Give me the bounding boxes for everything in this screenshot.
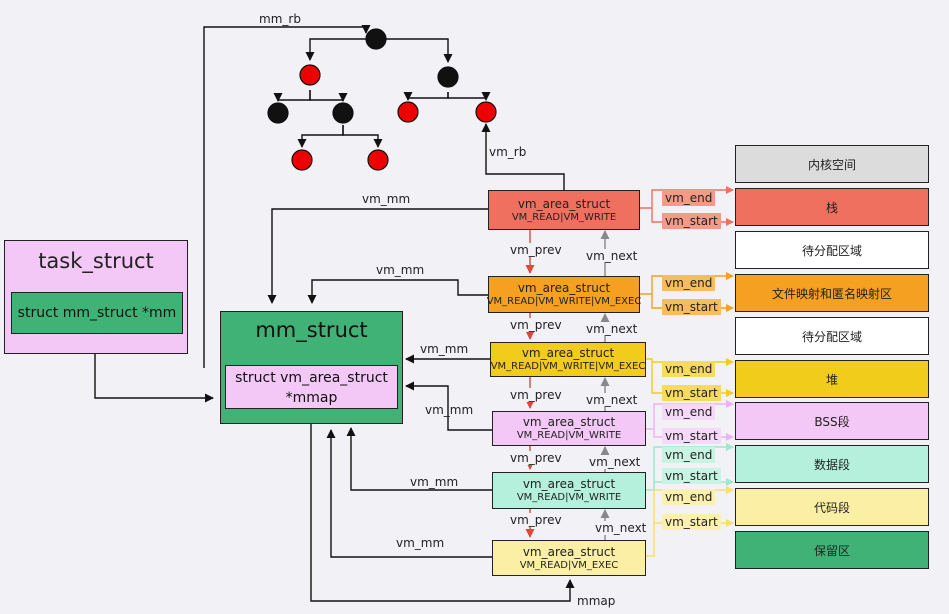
segment-heap: 堆	[735, 360, 929, 398]
mm-rb-arrow	[203, 25, 371, 368]
vma-name: vm_area_struct	[522, 415, 616, 429]
vm-next-label: vm_next	[589, 455, 641, 469]
rb-node-red	[475, 101, 497, 123]
rb-node-black	[267, 102, 289, 124]
rb-node-red	[291, 149, 313, 171]
rb-node-red	[299, 64, 321, 86]
mm-struct-title: mm_struct	[255, 318, 368, 342]
mm-struct-mmap-line1: struct vm_area_struct	[235, 370, 388, 386]
vm-end-tag: vm_end	[662, 404, 716, 420]
vm-prev-label: vm_prev	[510, 318, 562, 332]
vm-rb-label: vm_rb	[489, 145, 527, 159]
mm-rb-label: mm_rb	[259, 12, 301, 26]
vm-mm-label: vm_mm	[420, 342, 469, 356]
vma-name: vm_area_struct	[521, 346, 615, 360]
segment-unallocated: 待分配区域	[735, 231, 929, 269]
vm-end-tag: vm_end	[662, 190, 716, 206]
segment-file-anon-mapping: 文件映射和匿名映射区	[735, 274, 929, 312]
rb-node-red	[367, 149, 389, 171]
vma-flags: VM_READ|VM_WRITE|VM_EXEC	[486, 296, 642, 307]
mm-struct-mmap-field: struct vm_area_struct *mmap	[225, 365, 398, 409]
vma-name: vm_area_struct	[522, 544, 616, 559]
vm-mm-arrow-1	[267, 208, 488, 304]
vma-flags: VM_READ|VM_EXEC	[519, 559, 619, 571]
mm-pointer-arrow	[94, 354, 214, 403]
vma-flags: VM_READ|VM_WRITE	[516, 430, 622, 441]
vma-name: vm_area_struct	[517, 196, 611, 211]
vm-prev-label: vm_prev	[510, 513, 562, 527]
vma-flags: VM_READ|VM_WRITE|VM_EXEC	[490, 361, 646, 372]
vma-box-bss: vm_area_struct VM_READ|VM_WRITE	[492, 411, 646, 446]
vm-mm-arrow-6	[326, 429, 492, 558]
vma-box-heap: vm_area_struct VM_READ|VM_WRITE|VM_EXEC	[490, 342, 646, 377]
vm-start-tag: vm_start	[662, 468, 721, 484]
vm-start-tag: vm_start	[662, 299, 721, 315]
vm-next-label: vm_next	[595, 521, 647, 535]
task-struct-box: task_struct struct mm_struct *mm	[4, 240, 188, 354]
vm-start-tag: vm_start	[662, 428, 721, 444]
vm-prev-label: vm_prev	[510, 243, 562, 257]
rb-node-black	[365, 28, 387, 50]
mm-struct-mmap-line2: *mmap	[285, 390, 338, 406]
vm-end-tag: vm_end	[662, 361, 716, 377]
vm-start-tag: vm_start	[662, 213, 721, 229]
vm-end-tag: vm_end	[662, 275, 716, 291]
segment-data: 数据段	[735, 445, 929, 483]
vma-box-data: vm_area_struct VM_READ|VM_WRITE	[492, 472, 646, 509]
vma-box-mmap-area: vm_area_struct VM_READ|VM_WRITE|VM_EXEC	[486, 276, 642, 313]
vma-box-code: vm_area_struct VM_READ|VM_EXEC	[492, 540, 646, 576]
vm-mm-label: vm_mm	[396, 536, 445, 550]
vm-next-label: vm_next	[586, 249, 638, 263]
vm-mm-arrow-5	[346, 427, 492, 491]
rb-tree-nodes	[267, 28, 497, 171]
vm-next-label: vm_next	[586, 393, 638, 407]
rb-node-black	[332, 102, 354, 124]
vm-start-tag: vm_start	[662, 514, 721, 530]
vma-flags: VM_READ|VM_WRITE	[511, 211, 617, 223]
rb-node-red	[397, 101, 419, 123]
segment-kernel-space: 内核空间	[735, 145, 929, 183]
segment-code: 代码段	[735, 488, 929, 526]
vm-mm-label: vm_mm	[425, 403, 474, 417]
vm-mm-label: vm_mm	[362, 192, 411, 206]
rb-node-black	[437, 66, 459, 88]
mm-struct-box: mm_struct struct vm_area_struct *mmap	[220, 311, 403, 424]
vm-next-label: vm_next	[586, 322, 638, 336]
vm-mm-label: vm_mm	[410, 475, 459, 489]
vm-end-tag: vm_end	[662, 489, 716, 505]
vm-mm-label: vm_mm	[376, 263, 425, 277]
vma-flags: VM_READ|VM_WRITE	[516, 492, 622, 503]
task-struct-mm-field: struct mm_struct *mm	[11, 292, 183, 334]
vm-end-tag: vm_end	[662, 447, 716, 463]
task-struct-title: task_struct	[38, 249, 154, 273]
vm-mm-arrow-2	[307, 279, 488, 304]
segment-stack: 栈	[735, 188, 929, 226]
pointer-lines	[94, 25, 575, 602]
segment-bss: BSS段	[735, 402, 929, 440]
vm-start-tag: vm_start	[662, 385, 721, 401]
segment-reserved: 保留区	[735, 531, 929, 569]
mmap-label: mmap	[577, 594, 616, 608]
vm-prev-label: vm_prev	[510, 388, 562, 402]
rb-tree-edges	[273, 38, 491, 148]
vma-name: vm_area_struct	[522, 477, 616, 491]
vm-mm-arrow-4	[405, 381, 492, 431]
vm-prev-label: vm_prev	[510, 451, 562, 465]
segment-unallocated: 待分配区域	[735, 317, 929, 355]
vm-rb-arrow	[481, 123, 565, 190]
vma-box-stack: vm_area_struct VM_READ|VM_WRITE	[488, 190, 640, 230]
mmap-arrow	[310, 410, 575, 602]
vma-name: vm_area_struct	[517, 281, 611, 295]
